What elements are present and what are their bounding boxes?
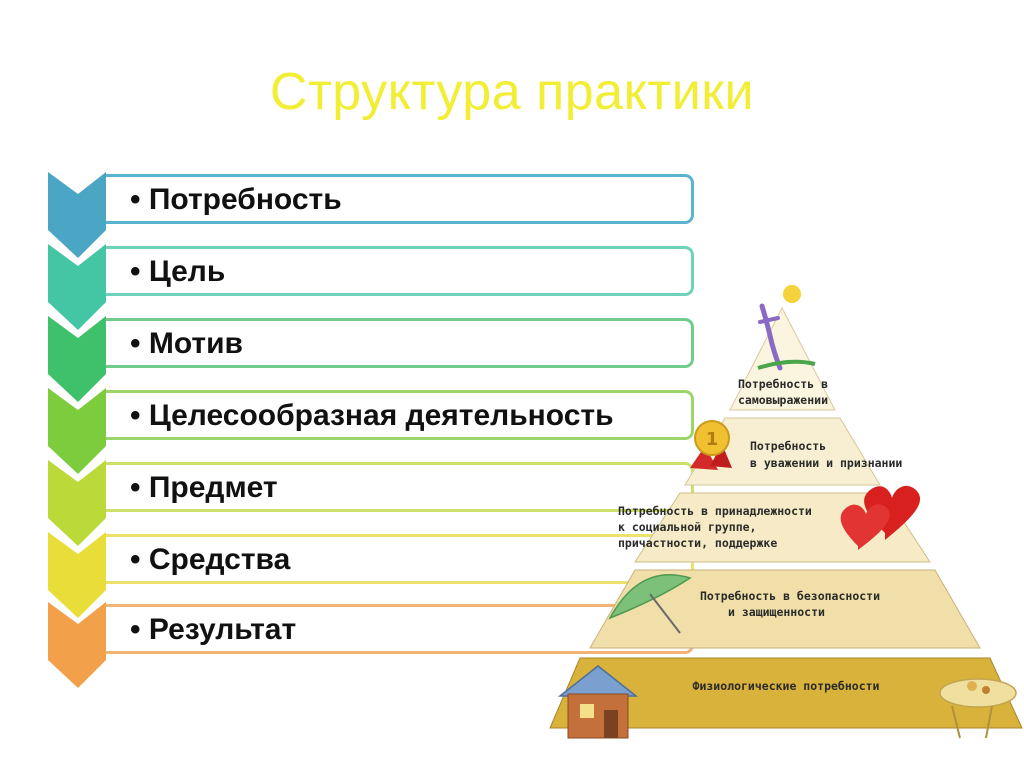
step-box-1	[106, 174, 694, 224]
pyramid-text-belonging-3: причастности, поддержке	[618, 536, 777, 550]
pyramid-text-esteem-2: в уважении и признании	[750, 456, 902, 470]
slide-title: Структура практики	[269, 63, 755, 121]
step-box-7	[106, 604, 694, 654]
step-box-3	[106, 318, 694, 368]
step-chevron-1	[48, 172, 106, 258]
pyramid-level-self-actualization	[729, 306, 836, 411]
step-label-goal: • Цель	[130, 255, 226, 288]
pyramid-text-belonging-2: к социальной группе,	[618, 520, 756, 534]
house-icon	[557, 665, 639, 739]
pyramid-text-safety-2: и защищенности	[728, 605, 825, 619]
step-chevron-2	[48, 244, 106, 330]
step-chevron-5	[48, 460, 106, 546]
step-chevron-6	[48, 532, 106, 618]
step-chevron-7	[48, 602, 106, 688]
pyramid-level-safety	[589, 569, 981, 649]
step-chevron-3	[48, 316, 106, 402]
pyramid-text-physiological: Физиологические потребности	[693, 679, 880, 693]
step-label-means: • Средства	[130, 543, 291, 576]
step-box-6	[106, 534, 694, 584]
pyramid-text-self-2: самовыражении	[738, 393, 828, 407]
step-chevron-4	[48, 388, 106, 474]
step-box-4	[106, 390, 694, 440]
step-label-result: • Результат	[130, 613, 297, 646]
food-icon	[939, 678, 1017, 739]
hearts-icon	[840, 485, 921, 550]
step-label-subject: • Предмет	[130, 471, 278, 504]
step-label-need: • Потребность	[130, 183, 342, 216]
svg-text:1: 1	[706, 429, 719, 450]
maslow-pyramid: 1 Потребность в самовыражении Потребност…	[549, 285, 1023, 739]
step-label-activity: • Целесообразная деятельность	[130, 399, 614, 432]
step-box-2	[106, 246, 694, 296]
step-label-motive: • Мотив	[130, 327, 243, 360]
pyramid-text-safety-1: Потребность в безопасности	[700, 589, 880, 603]
pyramid-level-physiological	[549, 657, 1023, 729]
medal-icon: 1	[690, 420, 732, 470]
step-box-5	[106, 462, 694, 512]
umbrella-icon	[608, 574, 692, 634]
pyramid-text-self-1: Потребность в	[738, 377, 828, 391]
pyramid-text-esteem-1: Потребность	[750, 439, 826, 453]
pyramid-text-belonging-1: Потребность в принадлежности	[618, 504, 812, 518]
figure-sun-icon	[757, 285, 816, 371]
chevron-arrows	[48, 172, 106, 688]
